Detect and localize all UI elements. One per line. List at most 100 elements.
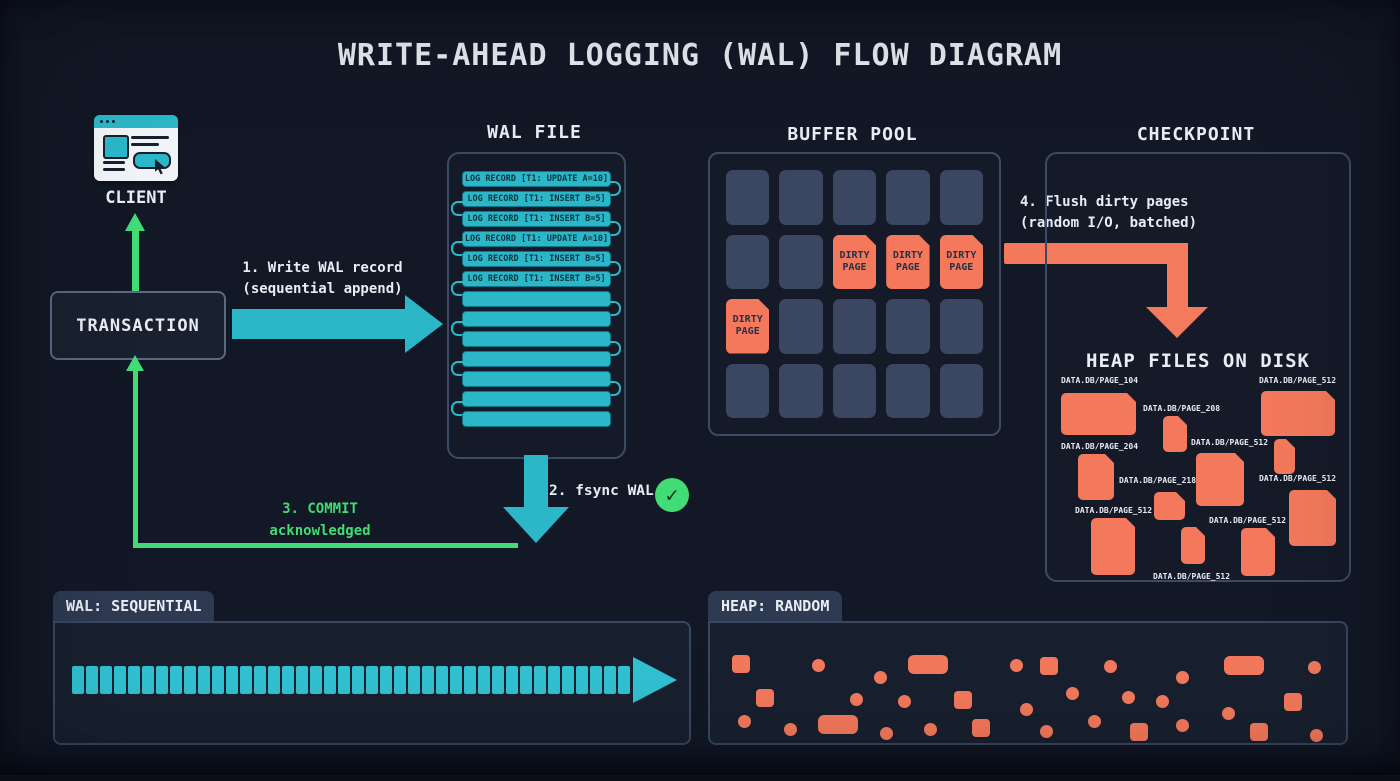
wal-log-record-text: LOG RECORD [T1: UPDATE A=10]: [464, 174, 609, 184]
heap-page-dot: [1020, 703, 1033, 716]
heap-page-square: [756, 689, 774, 707]
heap-page-dot: [1176, 671, 1189, 684]
image-placeholder-icon: [103, 135, 129, 159]
heap-page-dot: [874, 671, 887, 684]
wal-segment: [86, 666, 98, 694]
buffer-page-cell: [886, 299, 930, 354]
heap-file-label: DATA.DB/PAGE_512: [1191, 438, 1269, 447]
wal-file-title: WAL FILE: [487, 122, 582, 143]
page-title: WRITE-AHEAD LOGGING (WAL) FLOW DIAGRAM: [337, 38, 1063, 73]
wal-segment: [198, 666, 210, 694]
wal-segment: [576, 666, 588, 694]
heap-page-dot: [924, 723, 937, 736]
wal-segment: [142, 666, 154, 694]
wal-segment: [380, 666, 392, 694]
record-link-connector-icon: [609, 381, 621, 396]
wal-segment: [226, 666, 238, 694]
buffer-page-cell: [779, 299, 823, 354]
buffer-page-cell: [726, 170, 770, 225]
heap-file-label: DATA.DB/PAGE_512: [1075, 506, 1153, 515]
buffer-page-cell: [832, 363, 877, 418]
wal-segment: [590, 666, 602, 694]
heap-page-rect: [818, 715, 858, 734]
heap-file-icon: [1196, 453, 1244, 506]
wal-log-record: LOG RECORD [T1: INSERT B=5]: [462, 211, 611, 227]
browser-window-icon: [94, 115, 178, 181]
buffer-page-cell: [939, 170, 983, 225]
step1-line2: (sequential append): [242, 281, 403, 297]
buffer-page-cell: [886, 363, 930, 418]
record-link-connector-icon: [609, 181, 621, 196]
tab-wal-sequential: WAL: SEQUENTIAL: [53, 591, 215, 622]
checkpoint-title: CHECKPOINT: [1136, 124, 1256, 145]
heap-page-dot: [1010, 659, 1023, 672]
wal-segment: [282, 666, 294, 694]
wal-segment: [492, 666, 504, 694]
heap-file-icon: [1289, 490, 1336, 546]
wal-log-record-empty: [462, 311, 611, 327]
titlebar-dot-icon: [106, 120, 109, 123]
bottom-edge: [0, 775, 1400, 781]
heap-file-label: DATA.DB/PAGE_218: [1119, 476, 1197, 485]
buffer-page-cell: [726, 363, 770, 418]
heap-page-dot: [812, 659, 825, 672]
arrow-up-head-icon: [126, 355, 144, 371]
heap-file-icon: [1241, 528, 1275, 576]
wal-segment: [464, 666, 476, 694]
wal-log-record-text: LOG RECORD [T1: INSERT B=5]: [467, 194, 606, 204]
heap-file-icon: [1261, 391, 1335, 436]
buffer-page-cell: [939, 363, 983, 418]
wal-log-record-text: LOG RECORD [T1: INSERT B=5]: [467, 274, 606, 284]
wal-segment: [338, 666, 350, 694]
buffer-page-cell: [832, 299, 877, 354]
step1-line1: 1. Write WAL record: [242, 260, 403, 276]
wal-segment: [156, 666, 168, 694]
wal-segment: [184, 666, 196, 694]
heap-file-icon: [1078, 454, 1114, 500]
heap-file-label: DATA.DB/PAGE_512: [1259, 376, 1337, 385]
heap-file-label: DATA.DB/PAGE_204: [1061, 442, 1139, 451]
wal-segment: [296, 666, 308, 694]
dirty-page-label: DIRTY: [839, 249, 870, 261]
wal-segment: [366, 666, 378, 694]
wal-log-record: LOG RECORD [T1: UPDATE A=10]: [462, 231, 611, 247]
arrow-right-head-icon: [633, 657, 677, 703]
buffer-page-cell: [779, 363, 823, 418]
dirty-page-label: PAGE: [735, 326, 760, 338]
text-line-icon: [131, 136, 169, 139]
heap-file-label: DATA.DB/PAGE_512: [1153, 572, 1231, 581]
wal-log-record-empty: [462, 351, 611, 367]
wal-segment: [422, 666, 434, 694]
buffer-page-cell: [779, 170, 823, 225]
record-link-connector-icon: [451, 201, 463, 216]
heap-page-square: [1040, 657, 1058, 675]
heap-page-rect: [1224, 656, 1264, 675]
wal-segment: [450, 666, 462, 694]
step3-label: 3. COMMIT acknowledged: [235, 498, 405, 542]
titlebar-dot-icon: [100, 120, 103, 123]
heap-files-title: HEAP FILES ON DISK: [1086, 350, 1310, 372]
wal-segment: [268, 666, 280, 694]
transaction-box: TRANSACTION: [50, 291, 226, 360]
heap-page-dot: [1308, 661, 1321, 674]
wal-segment: [562, 666, 574, 694]
heap-file-label: DATA.DB/PAGE_512: [1209, 516, 1287, 525]
commit-arrow-to-client: [132, 231, 139, 291]
buffer-page-cell: [832, 170, 877, 225]
heap-file-label: DATA.DB/PAGE_104: [1061, 376, 1139, 385]
heap-page-dot: [850, 693, 863, 706]
buffer-page-cell: [726, 234, 770, 289]
arrow-right-head-icon: [405, 295, 443, 353]
heap-file-label: DATA.DB/PAGE_512: [1259, 474, 1337, 483]
heap-page-dot: [1176, 719, 1189, 732]
heap-file-icon: [1181, 527, 1205, 564]
wal-segment: [548, 666, 560, 694]
record-link-connector-icon: [609, 341, 621, 356]
wal-sequential-panel: [53, 621, 691, 745]
wal-log-record-text: LOG RECORD [T1: INSERT B=5]: [467, 254, 606, 264]
wal-segment: [618, 666, 630, 694]
buffer-pool-title: BUFFER POOL: [787, 124, 918, 145]
heap-page-square: [972, 719, 990, 737]
